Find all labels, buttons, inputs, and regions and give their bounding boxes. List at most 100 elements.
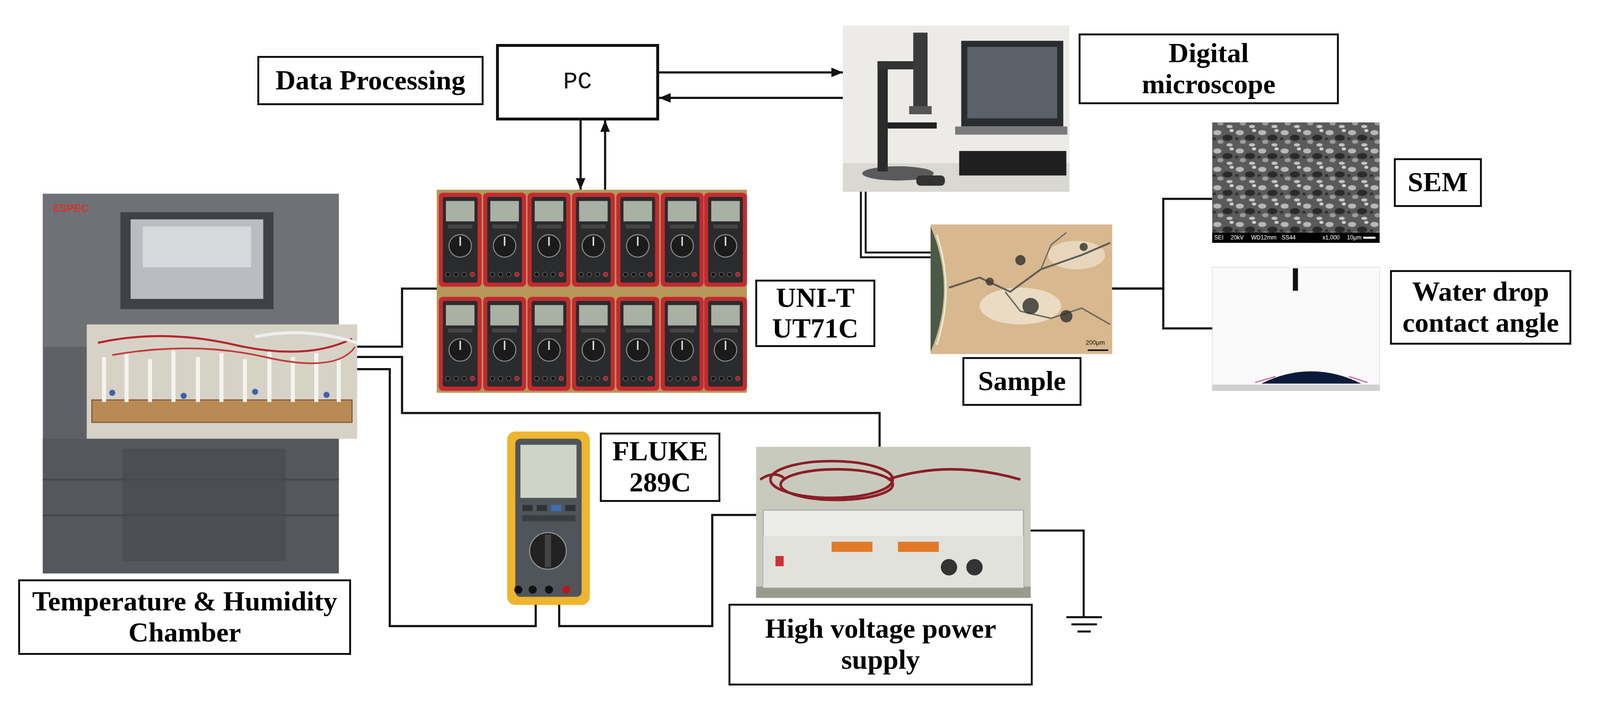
sample-photo-part [1004, 291, 1111, 325]
multimeter-bank-photo-part [616, 297, 660, 391]
chamber-photo-part [219, 353, 224, 402]
contact-angle-image-part [1255, 376, 1276, 384]
sem-image-part [1212, 122, 1380, 243]
sample-photo-part [1015, 255, 1026, 266]
fluke-meter-photo-part [520, 445, 577, 499]
sem-image [1212, 122, 1380, 243]
chamber-photo-part [314, 353, 319, 402]
caption-box: Sample [962, 357, 1082, 407]
caption-box: SEM [1393, 158, 1482, 208]
fluke-meter-photo-part [565, 505, 576, 512]
chamber-photo-part [336, 359, 342, 403]
multimeter-bank-photo-part [660, 297, 704, 391]
contact-angle-image: Water drop contact angle [1212, 267, 1380, 391]
sample-photo-part [948, 242, 1111, 292]
sample-photo-part [930, 226, 945, 353]
node-text: PC [559, 68, 596, 96]
high-voltage-supply-photo-part [756, 586, 1031, 598]
fluke-meter-photo-part [514, 585, 523, 595]
multimeter-bank-photo-part [527, 297, 571, 391]
sample-photo-part [1040, 232, 1067, 270]
process-box: PC [496, 44, 660, 121]
contact-angle-image-part [1212, 267, 1380, 391]
chamber-photo-part [101, 357, 107, 403]
contact-angle-image-part [1261, 371, 1362, 385]
double-line-inner [863, 191, 931, 255]
microscope-photo-part [961, 40, 1064, 127]
fluke-meter-photo-part [536, 505, 547, 512]
ground-symbol-part [1066, 616, 1103, 619]
high-voltage-supply-photo-part [756, 447, 1031, 599]
connector-line [357, 288, 437, 348]
chamber-photo-part [143, 226, 252, 268]
high-voltage-supply-photo-part [940, 559, 958, 576]
caption-box: High voltage power supply [728, 604, 1033, 686]
sample-photo-part [985, 277, 994, 287]
high-voltage-supply-photo-part [775, 556, 784, 567]
multimeter-bank-photo-part [483, 297, 527, 391]
multimeter-bank-photo-part [660, 192, 704, 287]
ground-symbol-part [1071, 623, 1097, 626]
microscope-photo-part [909, 106, 932, 115]
fluke-meter-photo [507, 431, 590, 606]
chamber-photo-part [43, 478, 340, 481]
multimeter-bank-photo-part [572, 297, 616, 391]
high-voltage-supply-photo-part [763, 535, 1024, 588]
fluke-meter-photo-part [515, 439, 582, 598]
label-box: Data Processing [257, 55, 485, 105]
power-supply-photo: High voltage power supply [756, 446, 1031, 598]
sample-photo-part [1079, 242, 1088, 252]
chamber-photo-part [242, 359, 248, 403]
caption-box: Temperature & Humidity Chamber [18, 579, 351, 656]
fluke-meter-photo-part [529, 532, 567, 570]
connector-line [659, 71, 843, 74]
fluke-meter-photo-part [544, 585, 553, 595]
ground-symbol [1030, 530, 1103, 632]
fluke-meter-photo-part [528, 585, 537, 595]
chamber-photo [43, 193, 358, 574]
multimeter-bank-photo [436, 189, 748, 394]
microscope-photo-part [916, 175, 946, 186]
contact-angle-image-part [1292, 268, 1299, 291]
sample-photo-part [1048, 241, 1105, 270]
chamber-photo-part [254, 332, 357, 343]
chamber-photo-part [120, 212, 274, 310]
connector-line [559, 515, 757, 627]
sem-image-part [1363, 236, 1376, 239]
sample-photo [930, 224, 1113, 355]
multimeter-bank-photo-part [438, 192, 482, 287]
microscope-photo [842, 25, 1070, 192]
microscope-photo-part [913, 32, 928, 109]
multimeter-bank-photo-part [436, 189, 748, 394]
multimeter-bank-photo-part [483, 192, 527, 287]
contact-angle-image-part [1348, 376, 1368, 384]
chamber-photo-part [124, 353, 129, 402]
caption-box: UNI-T UT71C [755, 279, 876, 348]
connector-line [579, 120, 583, 190]
microscope-photo-part [955, 126, 1068, 135]
connector-line [604, 120, 607, 190]
double-line-connector [863, 191, 931, 255]
chamber-photo-part [180, 393, 188, 400]
chamber-photo-part [86, 324, 357, 440]
node-text: Data Processing [271, 65, 470, 97]
multimeter-bank-photo-part [704, 297, 748, 391]
connector-line [1112, 288, 1213, 329]
sem-info-text: SEI [1214, 234, 1224, 241]
chamber-photo-part [43, 439, 340, 574]
chamber-photo-part [147, 359, 153, 403]
connector-line [357, 369, 536, 627]
contact-angle-image [1212, 267, 1380, 391]
sample-photo-part [1022, 297, 1039, 315]
high-voltage-supply-photo-part [760, 474, 786, 480]
ground-symbol-part [1030, 530, 1084, 618]
sem-image: SEM [1212, 122, 1380, 243]
multimeter-bank-photo-part [572, 192, 616, 287]
caption-box: Digital microscope [1078, 33, 1339, 104]
sem-info-text: 20kV [1230, 234, 1244, 241]
multimeter-bank-photo-part [704, 192, 748, 287]
fluke-meter-photo-part [544, 534, 552, 568]
chamber-photo-part [109, 389, 116, 397]
chamber-photo-part [122, 449, 286, 562]
chamber-photo-part [171, 351, 176, 403]
